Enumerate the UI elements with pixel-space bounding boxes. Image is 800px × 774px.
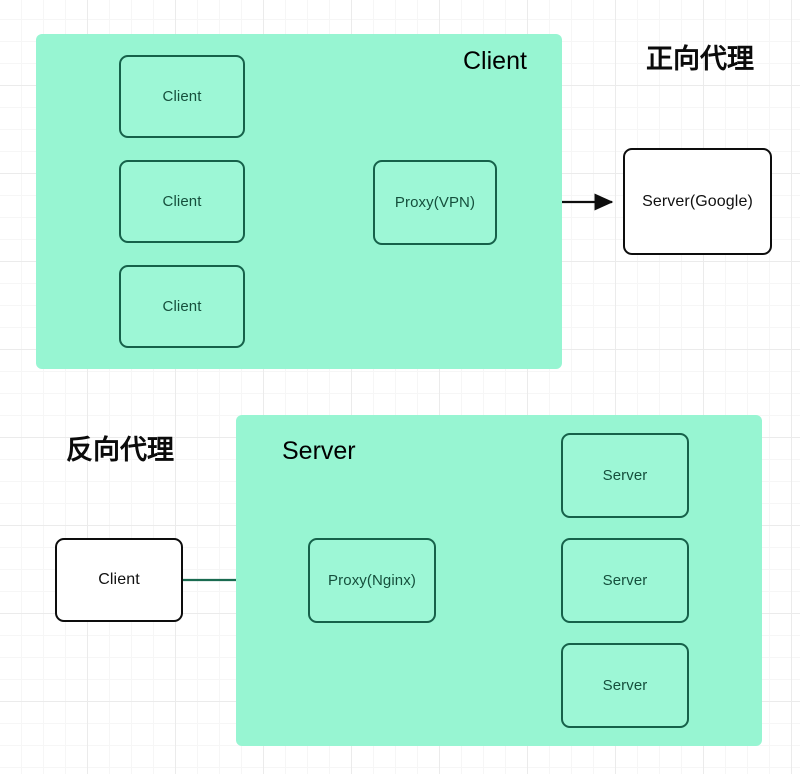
node-server-1[interactable]: Server [561, 433, 689, 518]
heading-reverse-proxy: 反向代理 [66, 435, 174, 465]
node-label: Proxy(VPN) [394, 194, 476, 211]
node-label: Server [602, 677, 648, 694]
node-label: Client [98, 571, 140, 588]
node-server-2[interactable]: Server [561, 538, 689, 623]
heading-forward-proxy: 正向代理 [646, 44, 754, 74]
node-label: Client [162, 88, 202, 105]
node-server-google[interactable]: Server(Google) [623, 148, 772, 255]
node-label: Server [602, 572, 648, 589]
node-label: Client [162, 298, 202, 315]
node-label: Client [162, 193, 202, 210]
node-label: Server(Google) [642, 192, 753, 210]
node-client-bottom[interactable]: Client [55, 538, 183, 622]
group-label-client: Client [463, 47, 527, 75]
node-client-2[interactable]: Client [119, 160, 245, 243]
node-proxy-vpn[interactable]: Proxy(VPN) [373, 160, 497, 245]
node-client-3[interactable]: Client [119, 265, 245, 348]
group-label-server: Server [282, 437, 356, 465]
node-proxy-nginx[interactable]: Proxy(Nginx) [308, 538, 436, 623]
node-server-3[interactable]: Server [561, 643, 689, 728]
node-label: Proxy(Nginx) [328, 572, 416, 589]
node-label: Server [602, 467, 648, 484]
node-client-1[interactable]: Client [119, 55, 245, 138]
